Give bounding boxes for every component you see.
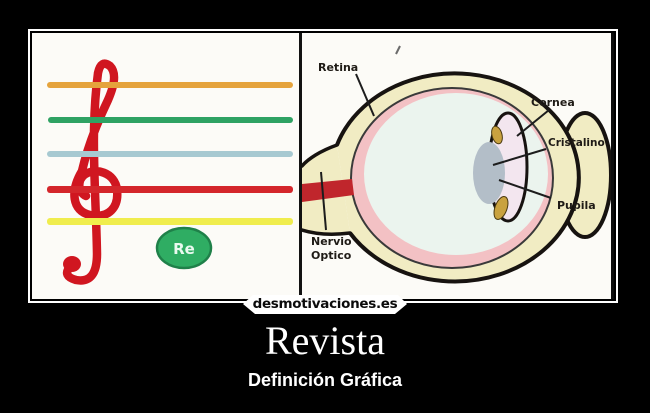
photo-right-border bbox=[611, 33, 614, 299]
eye-panel: Retina Cornea Cristalino Pupila Nervio O… bbox=[302, 33, 614, 299]
watermark-text: desmotivaciones.es bbox=[252, 296, 398, 312]
label-nervio-line1: Nervio bbox=[311, 235, 352, 248]
label-retina: Retina bbox=[318, 61, 358, 74]
retina-pointer bbox=[355, 73, 375, 117]
tick-mark bbox=[395, 45, 401, 55]
staff-line-green bbox=[48, 117, 293, 123]
label-pupila: Pupila bbox=[557, 199, 596, 212]
funnel-top-edge bbox=[302, 143, 339, 168]
eye-diagram-graphic: Retina Cornea Cristalino Pupila Nervio O… bbox=[302, 33, 614, 299]
label-cornea: Cornea bbox=[531, 96, 575, 109]
label-cristalino: Cristalino bbox=[548, 137, 605, 149]
nervio-pointer bbox=[320, 171, 327, 231]
music-staff-graphic: Re bbox=[47, 59, 293, 285]
label-nervio-line2: Optico bbox=[311, 249, 352, 262]
cornea-pointer bbox=[516, 109, 550, 137]
treble-clef-icon bbox=[62, 59, 122, 285]
iris-pigment-bottom bbox=[493, 196, 509, 220]
watermark-ribbon: desmotivaciones.es bbox=[243, 295, 407, 314]
photo-frame: Re bbox=[28, 29, 618, 303]
poster-title: Revista bbox=[265, 318, 385, 363]
optic-nerve-band bbox=[302, 179, 354, 202]
staff-line-red bbox=[47, 186, 293, 193]
cristalino-pointer bbox=[492, 148, 547, 166]
pupila-pointer bbox=[498, 179, 552, 199]
staff-line-blue bbox=[47, 151, 293, 157]
note-badge: Re bbox=[155, 226, 213, 270]
funnel-bottom-edge bbox=[302, 228, 352, 236]
note-label: Re bbox=[173, 240, 195, 258]
staff-line-orange bbox=[47, 82, 293, 88]
lens-shape bbox=[473, 142, 505, 204]
pointer-lines bbox=[320, 73, 552, 231]
poster-subtitle: Definición Gráfica bbox=[247, 370, 403, 390]
music-panel: Re bbox=[32, 33, 299, 299]
staff-lines bbox=[47, 82, 293, 225]
iris-pigment-top bbox=[491, 125, 503, 145]
staff-line-yellow bbox=[47, 218, 293, 225]
panel-divider bbox=[299, 33, 302, 299]
